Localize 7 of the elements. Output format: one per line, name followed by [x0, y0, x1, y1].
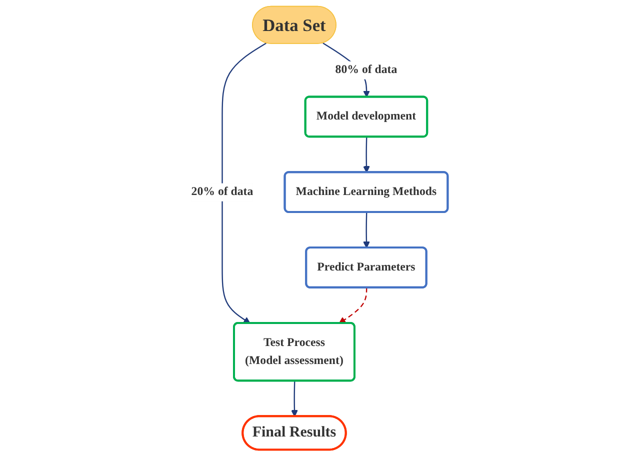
arrow [291, 380, 298, 417]
edge-label: 20% of data [191, 186, 254, 198]
edge-label: 80% of data [335, 64, 398, 76]
arrow [363, 136, 370, 173]
arrow [363, 212, 370, 248]
arrow [338, 288, 368, 324]
arrow [222, 42, 267, 324]
